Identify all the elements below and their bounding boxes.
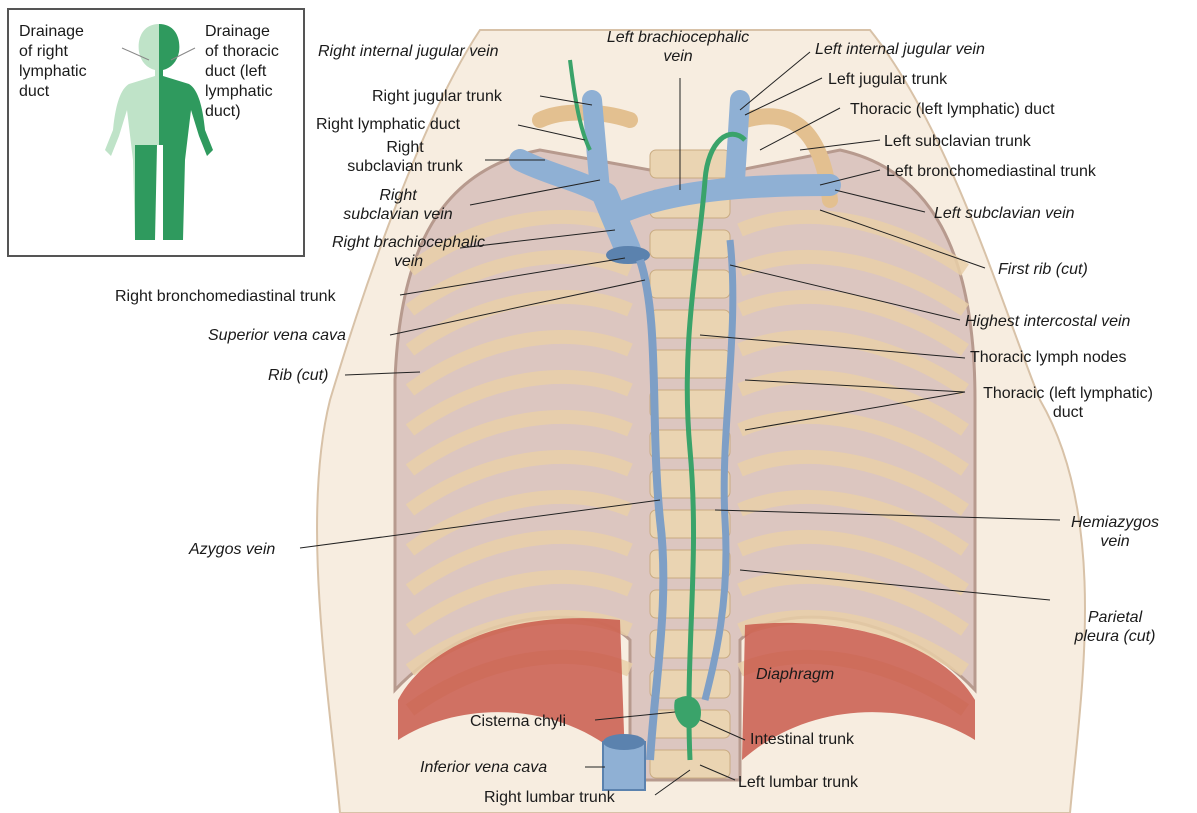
label-left-subclavian-trunk: Left subclavian trunk <box>884 132 1031 151</box>
label-thoracic-duct-top: Thoracic (left lymphatic) duct <box>850 100 1055 119</box>
vertebra <box>650 230 730 258</box>
label-rib-cut: Rib (cut) <box>268 366 328 385</box>
inset-right-label: Drainage of right lymphatic duct <box>19 22 87 102</box>
vertebra <box>650 150 730 178</box>
label-right-lymphatic-duct: Right lymphatic duct <box>316 115 460 134</box>
label-parietal-pleura: Parietal pleura (cut) <box>1045 608 1185 646</box>
label-left-lumbar-trunk: Left lumbar trunk <box>738 773 858 792</box>
label-right-subclavian-vein: Right subclavian vein <box>328 186 468 224</box>
silhouette-right-leg <box>135 145 157 240</box>
label-left-bronchomediastinal-trunk: Left bronchomediastinal trunk <box>886 162 1096 181</box>
label-right-subclavian-trunk: Right subclavian trunk <box>330 138 480 176</box>
label-cisterna-chyli: Cisterna chyli <box>470 712 566 731</box>
inset-left-label: Drainage of thoracic duct (left lymphati… <box>205 22 279 122</box>
label-hemiazygos-vein: Hemiazygos vein <box>1055 513 1175 551</box>
vertebra <box>650 270 730 298</box>
label-left-brachiocephalic-vein: Left brachiocephalic vein <box>583 28 773 66</box>
label-left-jugular-trunk: Left jugular trunk <box>828 70 947 89</box>
label-inferior-vena-cava: Inferior vena cava <box>420 758 547 777</box>
label-left-internal-jugular-vein: Left internal jugular vein <box>815 40 985 59</box>
label-right-bronchomediastinal-trunk: Right bronchomediastinal trunk <box>115 287 336 306</box>
label-superior-vena-cava: Superior vena cava <box>208 326 346 345</box>
label-right-internal-jugular-vein: Right internal jugular vein <box>318 42 499 61</box>
label-diaphragm: Diaphragm <box>756 665 834 684</box>
label-left-subclavian-vein: Left subclavian vein <box>934 204 1075 223</box>
left-internal-jugular-vein <box>735 100 740 180</box>
label-thoracic-duct-mid: Thoracic (left lymphatic) duct <box>968 384 1168 422</box>
label-right-lumbar-trunk: Right lumbar trunk <box>484 788 615 807</box>
inferior-vena-cava-top <box>603 734 645 750</box>
label-right-jugular-trunk: Right jugular trunk <box>372 87 502 106</box>
label-thoracic-lymph-nodes: Thoracic lymph nodes <box>970 348 1127 367</box>
drainage-inset: Drainage of right lymphatic duct Drainag… <box>7 8 305 257</box>
label-right-brachiocephalic-vein: Right brachiocephalic vein <box>306 233 511 271</box>
label-first-rib-cut: First rib (cut) <box>998 260 1088 279</box>
label-intestinal-trunk: Intestinal trunk <box>750 730 854 749</box>
right-internal-jugular-vein <box>592 100 600 190</box>
label-azygos-vein: Azygos vein <box>189 540 275 559</box>
label-highest-intercostal-vein: Highest intercostal vein <box>965 312 1130 331</box>
